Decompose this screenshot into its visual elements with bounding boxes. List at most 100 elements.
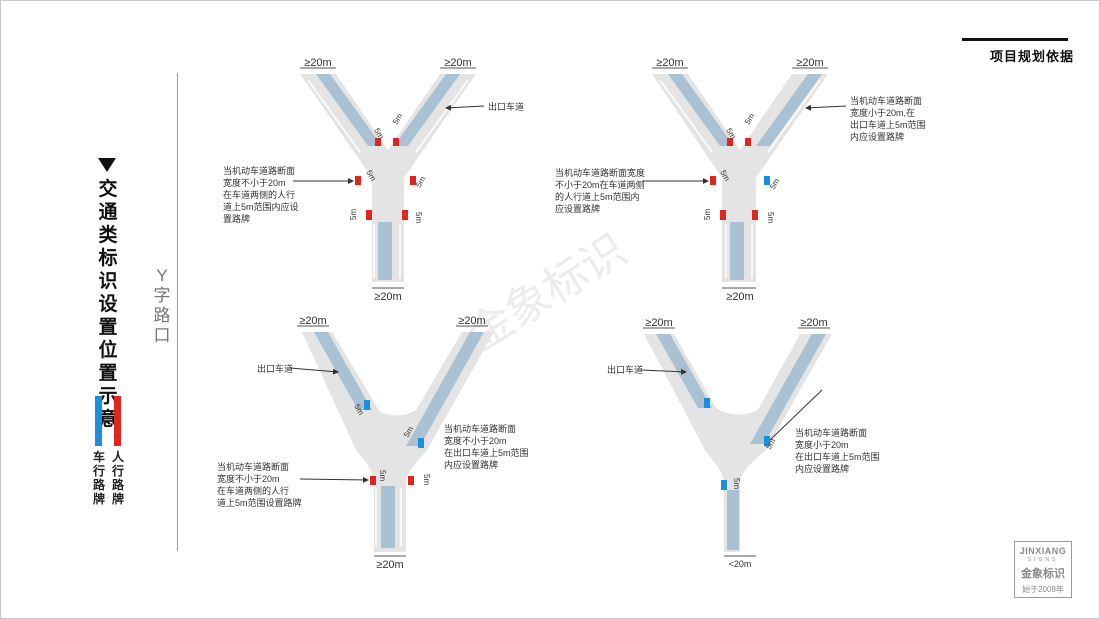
exit-lane-label: 出口车道	[607, 364, 643, 375]
five-meter-label: 5m	[766, 212, 775, 223]
five-meter-label: 5m	[732, 478, 741, 489]
note-line: 在车道两侧的人行	[223, 189, 295, 200]
sign-pedestrian	[402, 210, 408, 220]
sign-pedestrian	[710, 176, 716, 185]
sidebar-title: 交通类标识设置位置示意	[98, 179, 118, 430]
dim-label: ≥20m	[796, 57, 823, 69]
note-line: 在出口车道上5m范围	[444, 447, 529, 458]
note-line: 当机动车道路断面	[444, 423, 516, 434]
sign-vehicle	[721, 480, 727, 490]
sign-pedestrian	[370, 476, 376, 485]
five-meter-label: 5m	[422, 474, 431, 485]
section-title: Y字路口	[153, 266, 171, 345]
dim-label: ≥20m	[444, 57, 471, 69]
sign-pedestrian	[745, 138, 751, 146]
sign-pedestrian	[720, 210, 726, 220]
lane-bottom	[381, 486, 395, 548]
note-line: 不小于20m在车道两侧	[555, 179, 645, 190]
note-line: 在出口车道上5m范围	[795, 451, 880, 462]
lane-bottom	[727, 490, 739, 550]
note-line: 内应设置路牌	[795, 463, 849, 474]
sign-vehicle	[364, 400, 370, 410]
diagram-top-right: ≥20m ≥20m ≥20m 5m 5m 5m 5m 5m 5m 当机动车道路断…	[555, 57, 926, 303]
five-meter-label: 5m	[391, 112, 405, 126]
dim-label: ≥20m	[299, 315, 326, 327]
sign-pedestrian	[375, 138, 381, 146]
section-divider	[177, 73, 178, 551]
note-line: 在车道两侧的人行	[217, 485, 289, 496]
sign-vehicle	[704, 398, 710, 408]
lane-bottom	[730, 222, 744, 280]
five-meter-label: 5m	[349, 209, 358, 220]
brand-logo: JINXIANG SIGNS 金象标识 始于2008年	[1014, 541, 1072, 598]
dim-label: ≥20m	[458, 315, 485, 327]
sign-pedestrian	[727, 138, 733, 146]
note-line: 内应设置路牌	[850, 131, 904, 142]
dim-label: ≥20m	[376, 559, 403, 571]
dim-label: <20m	[729, 559, 752, 569]
five-meter-label: 5m	[414, 212, 423, 223]
five-meter-label: 5m	[703, 209, 712, 220]
legend-bar-vehicle	[95, 396, 102, 446]
dim-label: ≥20m	[800, 317, 827, 329]
lane-bottom	[378, 222, 392, 280]
legend-label-vehicle: 车行路牌	[92, 450, 105, 506]
sign-vehicle	[764, 436, 770, 446]
logo-cn-text: 金象标识	[1021, 568, 1065, 580]
exit-lane-label: 出口车道	[488, 101, 524, 112]
sign-pedestrian	[355, 176, 361, 185]
sign-pedestrian	[408, 476, 414, 485]
lane-right	[406, 332, 484, 446]
note-line: 道上5m范围设置路牌	[217, 497, 302, 508]
lane-left	[314, 332, 372, 410]
sign-vehicle	[764, 176, 770, 185]
note-line: 宽度不小于20m	[444, 435, 507, 446]
five-meter-label: 5m	[378, 470, 387, 481]
note-line: 出口车道上5m范围	[850, 119, 926, 130]
note-line: 当机动车道路断面	[795, 427, 867, 438]
dim-label: ≥20m	[656, 57, 683, 69]
note-line: 当机动车道路断面	[223, 165, 295, 176]
logo-since-text: 始于2008年	[1022, 585, 1064, 594]
sign-pedestrian	[410, 176, 416, 185]
note-line: 宽度不小于20m	[223, 177, 286, 188]
lane-right	[750, 334, 826, 444]
dim-label: ≥20m	[304, 57, 331, 69]
note-line: 应设置路牌	[555, 203, 600, 214]
triangle-down-icon	[98, 158, 116, 172]
lane-right	[394, 74, 460, 146]
sign-pedestrian	[366, 210, 372, 220]
logo-sub-text: SIGNS	[1027, 557, 1059, 563]
five-meter-label: 5m	[743, 112, 757, 126]
sign-vehicle	[418, 438, 424, 448]
note-line: 内应设置路牌	[444, 459, 498, 470]
road-surface	[300, 74, 476, 282]
note-line: 置路牌	[223, 213, 250, 224]
note-line: 宽度小于20m,在	[850, 107, 915, 118]
note-line: 当机动车道路断面宽度	[555, 167, 645, 178]
page-header-title: 项目规划依据	[990, 49, 1075, 64]
lane-left	[316, 74, 382, 146]
note-line: 宽度小于20m	[795, 439, 849, 450]
diagram-bottom-left: ≥20m ≥20m ≥20m 5m 5m 5m 5m 出口车道 当机动车道路断面…	[217, 315, 529, 571]
note-line: 当机动车道路断面	[217, 461, 289, 472]
note-line: 道上5m范围内应设	[223, 201, 299, 212]
note-line: 宽度不小于20m	[217, 473, 280, 484]
legend-bar-pedestrian	[114, 396, 121, 446]
lane-right	[756, 74, 822, 146]
note-line: 当机动车道路断面	[850, 95, 922, 106]
road-gap	[724, 74, 756, 98]
road-gap	[372, 74, 404, 98]
header-rule	[962, 38, 1068, 41]
diagram-bottom-right: ≥20m ≥20m <20m 5m 5m 出口车道 当机动车道路断面 宽度小于2…	[607, 317, 880, 569]
logo-en-text: JINXIANG	[1019, 546, 1067, 556]
lane-left	[668, 74, 734, 146]
diagram-top-left: ≥20m ≥20m ≥20m 5m 5m 5m 5m 5m 5m 出口车道 当机…	[223, 57, 524, 303]
dim-label: ≥20m	[374, 291, 401, 303]
dim-label: ≥20m	[645, 317, 672, 329]
exit-lane-label: 出口车道	[257, 363, 293, 374]
sign-pedestrian	[752, 210, 758, 220]
note-line: 的人行道上5m范围内	[555, 191, 640, 202]
sign-pedestrian	[393, 138, 399, 146]
